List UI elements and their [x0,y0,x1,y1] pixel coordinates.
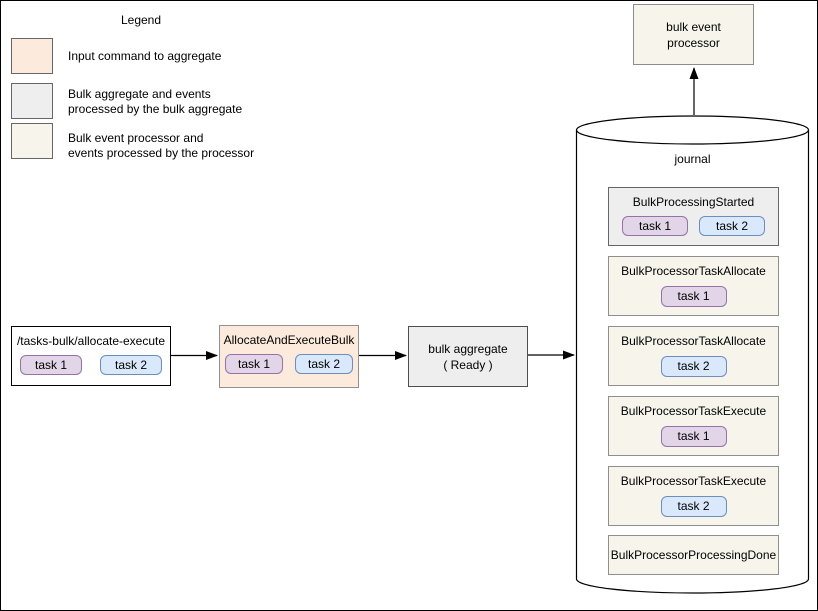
task-chip-row: task 1 task 2 [220,354,358,374]
node-title-line2: ( Ready ) [443,357,493,372]
legend-swatch-input-command [11,38,53,74]
task-chip-2: task 2 [100,355,162,375]
task-chip-2: task 2 [295,354,353,374]
node-title: AllocateAndExecuteBulk [223,333,355,347]
node-tasks-bulk-allocate-execute: /tasks-bulk/allocate-execute task 1 task… [11,326,171,386]
journal-event-processing-done: BulkProcessorProcessingDone [608,535,779,575]
event-name: BulkProcessingStarted [632,195,755,209]
node-allocate-and-execute-bulk: AllocateAndExecuteBulk task 1 task 2 [219,325,359,388]
node-title-line2: processor [667,35,720,50]
node-title-line1: bulk aggregate [428,341,508,356]
journal-event-task-execute-1: BulkProcessorTaskExecute task 1 [608,396,779,456]
task-chip-1: task 1 [660,286,727,307]
task-chip-row: task 1 task 2 [12,355,170,375]
task-chip-1: task 1 [622,216,688,236]
node-title-line1: bulk event [666,19,721,34]
journal-event-task-execute-2: BulkProcessorTaskExecute task 2 [608,466,779,526]
task-chip-2: task 2 [660,496,727,517]
event-name: BulkProcessorTaskAllocate [621,334,766,348]
node-bulk-event-processor: bulk event processor [633,4,754,65]
event-name: BulkProcessorProcessingDone [610,548,777,562]
task-chip-2: task 2 [660,356,727,377]
task-chip-1: task 1 [225,354,283,374]
node-title: /tasks-bulk/allocate-execute [16,334,166,348]
legend-label-processor: Bulk event processor and events processe… [68,131,255,160]
task-chip-row: task 1 task 2 [609,216,778,236]
task-chip-1: task 1 [660,426,727,447]
task-chip-1: task 1 [20,355,82,375]
legend-swatch-aggregate [11,83,53,119]
journal-event-task-allocate-1: BulkProcessorTaskAllocate task 1 [608,256,779,316]
legend-swatch-processor [11,123,53,159]
journal-title: journal [674,152,711,166]
legend-label-aggregate: Bulk aggregate and events processed by t… [68,87,243,116]
journal-event-task-allocate-2: BulkProcessorTaskAllocate task 2 [608,326,779,386]
journal-event-bulk-processing-started: BulkProcessingStarted task 1 task 2 [608,187,779,246]
node-bulk-aggregate: bulk aggregate ( Ready ) [408,326,528,387]
event-name: BulkProcessorTaskAllocate [621,264,766,278]
event-name: BulkProcessorTaskExecute [620,404,767,418]
task-chip-2: task 2 [699,216,765,236]
legend-label-input-command: Input command to aggregate [68,49,222,63]
event-name: BulkProcessorTaskExecute [620,474,767,488]
legend-title: Legend [120,13,162,27]
